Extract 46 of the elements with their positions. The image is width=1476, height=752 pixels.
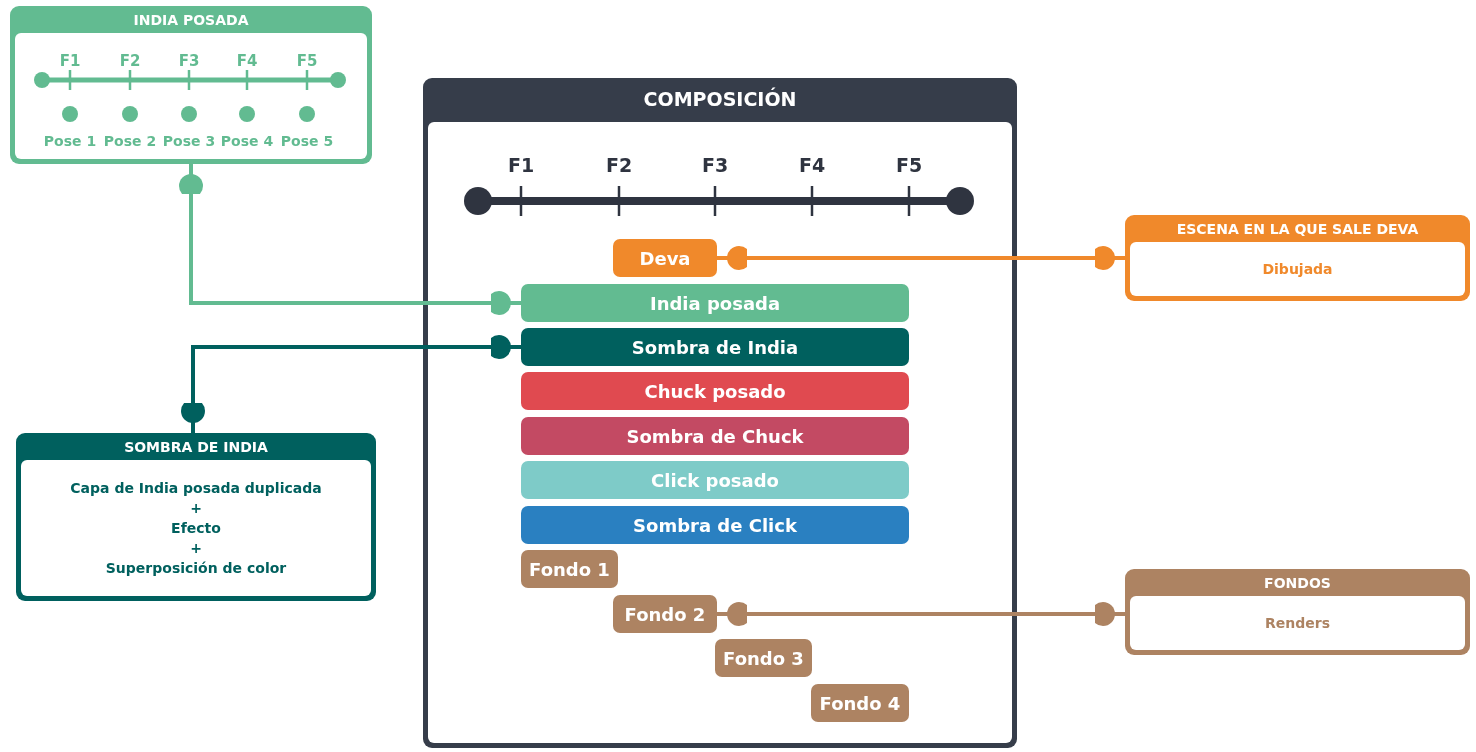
timeline-label: Pose 4 — [220, 133, 274, 149]
timeline-label: Pose 3 — [162, 133, 216, 149]
connector-line — [717, 246, 1125, 270]
layer-bar: India posada — [521, 284, 909, 322]
timeline-label: F4 — [236, 52, 258, 70]
layer-bar: Fondo 3 — [715, 639, 812, 677]
note-text: Dibujada — [1262, 261, 1333, 277]
panel-title: FONDOS — [1263, 574, 1332, 593]
connector-line — [179, 164, 521, 315]
panel-title: COMPOSICIÓN — [642, 86, 798, 112]
timeline-label: Pose 2 — [103, 133, 157, 149]
note-text: Efecto — [171, 520, 221, 536]
layer-bar: Sombra de India — [521, 328, 909, 366]
timeline-label: F2 — [605, 154, 633, 176]
timeline-label: F2 — [119, 52, 141, 70]
layer-bar: Chuck posado — [521, 372, 909, 410]
panel-title: SOMBRA DE INDIA — [123, 438, 269, 457]
panel-title: ESCENA EN LA QUE SALE DEVA — [1175, 220, 1420, 239]
timeline-label: F1 — [507, 154, 535, 176]
layer-bar: Sombra de Chuck — [521, 417, 909, 455]
panel-card — [10, 6, 372, 164]
layer-bar: Click posado — [521, 461, 909, 499]
panel-card — [1125, 569, 1470, 655]
connector-line — [181, 335, 521, 433]
layer-bar: Fondo 4 — [811, 684, 909, 722]
panel-card — [1125, 215, 1470, 301]
note-text: Renders — [1265, 615, 1330, 631]
panel-title: INDIA POSADA — [132, 11, 250, 30]
panel-card — [16, 433, 376, 601]
note-text: + — [190, 540, 202, 556]
timeline-label: F3 — [178, 52, 200, 70]
note-text: + — [190, 500, 202, 516]
timeline-label: Pose 5 — [280, 133, 334, 149]
timeline-label: F4 — [798, 154, 826, 176]
layer-bar: Deva — [613, 239, 717, 277]
connector-line — [717, 602, 1125, 626]
timeline-label: F5 — [296, 52, 318, 70]
layer-bar: Fondo 2 — [613, 595, 717, 633]
timeline-label: F3 — [701, 154, 729, 176]
note-text: Capa de India posada duplicada — [70, 480, 322, 496]
layer-bar: Sombra de Click — [521, 506, 909, 544]
timeline-label: F5 — [895, 154, 923, 176]
timeline-label: F1 — [59, 52, 81, 70]
layer-bar: Fondo 1 — [521, 550, 618, 588]
note-text: Superposición de color — [105, 560, 287, 576]
timeline-label: Pose 1 — [43, 133, 97, 149]
